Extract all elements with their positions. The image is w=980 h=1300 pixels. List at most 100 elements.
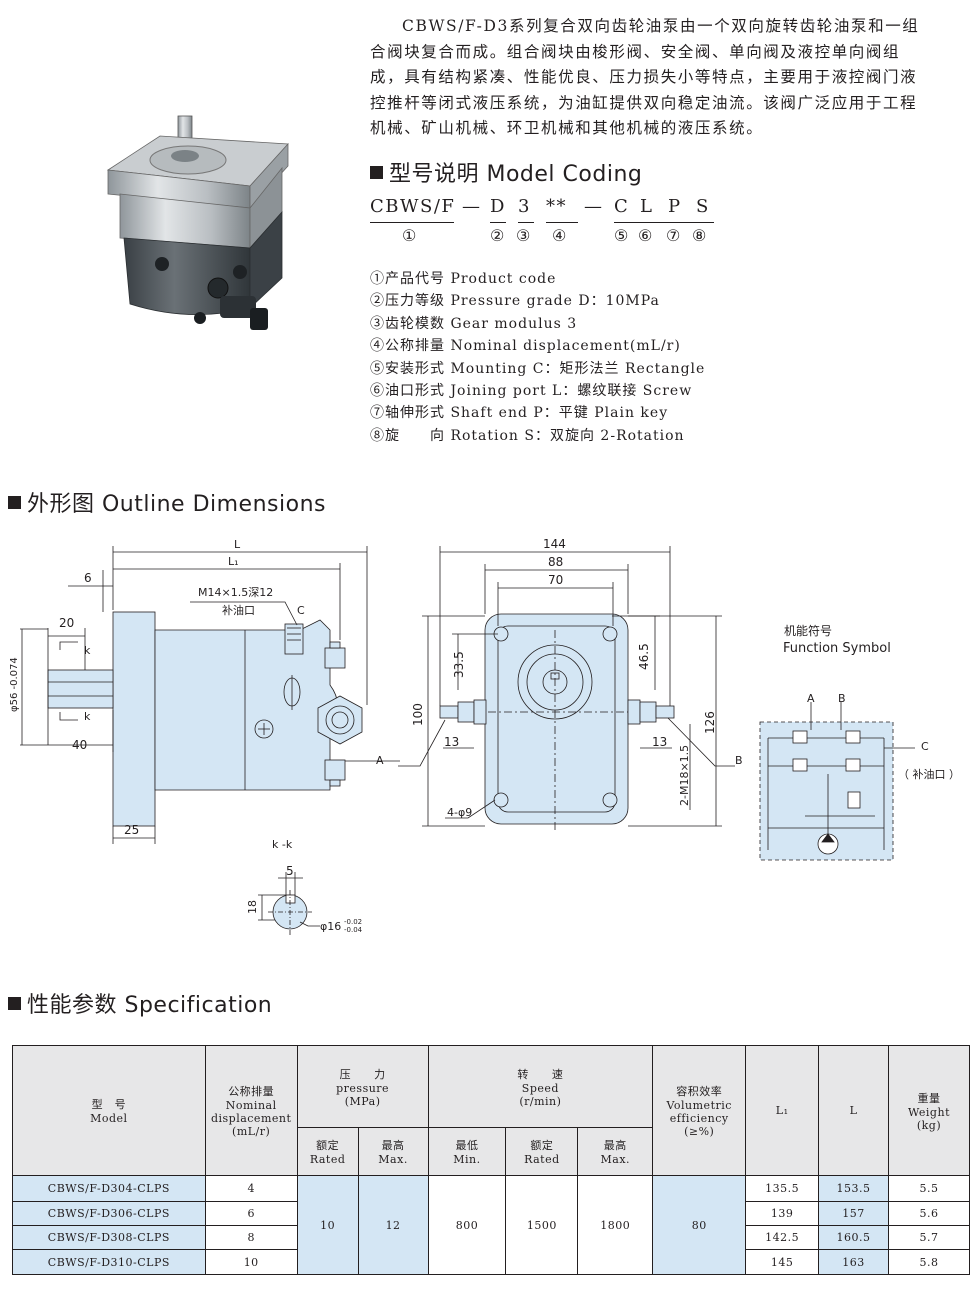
intro-line: 控推杆等闭式液压系统，为油缸提供双向稳定油流。该阀广泛应用于工程 (370, 93, 918, 112)
code-underline (518, 222, 534, 223)
cell-l: 163 (818, 1249, 889, 1275)
legend-item: ③齿轮模数 Gear modulus 3 (370, 315, 578, 332)
legend-item: ⑤安装形式 Mounting C：矩形法兰 Rectangle (370, 360, 706, 377)
intro-line: 合阀块复合而成。组合阀块由梭形阀、安全阀、单向阀及液控单向阀组 (370, 42, 901, 61)
cell-l: 157 (818, 1201, 889, 1226)
code-number: ⑦ (666, 226, 682, 245)
header-weight: 重量 Weight (kg) (888, 1045, 970, 1176)
cell-disp: 8 (204, 1225, 298, 1250)
intro-paragraph: CBWS/F-D3系列复合双向齿轮油泵由一个双向旋转齿轮油泵和一组 合阀块复合而… (370, 14, 974, 142)
cell-s-rated: 1500 (505, 1175, 579, 1275)
table-row: CBWS/F-D310-CLPS 10 145 163 5.8 (12, 1249, 970, 1275)
code-number: ⑧ (692, 226, 708, 245)
dim-label: 13 (652, 735, 667, 749)
cell-weight: 5.8 (888, 1249, 970, 1275)
dim-label: k (84, 710, 91, 723)
symbol-title-cn: 机能符号 (784, 623, 832, 638)
dim-label: M14×1.5深12 (198, 586, 273, 599)
cell-model: CBWS/F-D306-CLPS (12, 1201, 206, 1226)
cell-model: CBWS/F-D308-CLPS (12, 1225, 206, 1250)
cell-weight: 5.7 (888, 1225, 970, 1250)
dim-label: 2-M18×1.5 (678, 745, 691, 806)
dim-label: 144 (543, 537, 566, 551)
cell-disp: 4 (204, 1175, 298, 1202)
cell-eff: 80 (652, 1175, 747, 1275)
shaft-outline (47, 669, 114, 709)
code-underline (614, 222, 714, 223)
code-token: ** (546, 196, 567, 217)
code-token: L (640, 196, 654, 217)
intro-line: 成，具有结构紧凑、性能优良、压力损失小等特点，主要用于液控阀门液 (370, 68, 918, 86)
cell-l: 153.5 (818, 1175, 889, 1202)
cell-p-rated: 10 (296, 1175, 359, 1275)
section-title: k -k (272, 838, 293, 851)
coding-legend: ①产品代号 Product code ②压力等级 Pressure grade … (370, 268, 705, 447)
cell-model: CBWS/F-D310-CLPS (12, 1249, 206, 1275)
code-token: — (462, 196, 482, 217)
header-speed: 转 速 Speed (r/min) (427, 1045, 654, 1128)
cell-s-min: 800 (427, 1175, 507, 1275)
dim-label: 5 (286, 864, 294, 878)
pump-photo (106, 115, 289, 330)
cell-p-max: 12 (357, 1175, 429, 1275)
legend-item: ④公称排量 Nominal displacement(mL/r) (370, 338, 681, 355)
legend-item: ②压力等级 Pressure grade D：10MPa (370, 293, 660, 310)
header-l1: L₁ (745, 1045, 820, 1176)
table-row: CBWS/F-D304-CLPS 4 10 12 800 1500 1800 8… (12, 1175, 970, 1275)
code-number: ⑤ (614, 226, 630, 245)
code-number: ⑥ (638, 226, 654, 245)
cell-l1: 139 (745, 1201, 820, 1226)
header-efficiency: 容积效率 Volumetric efficiency (≥%) (652, 1045, 747, 1176)
bullet-square-icon (8, 495, 21, 509)
code-token: S (696, 196, 710, 217)
dim-label: 33.5 (452, 651, 466, 678)
cell-disp: 10 (204, 1249, 298, 1275)
cell-model: CBWS/F-D304-CLPS (12, 1175, 206, 1202)
spec-heading: 性能参数 Specification (8, 987, 272, 1019)
bullet-square-icon (370, 165, 383, 179)
dim-label: 补油口 (222, 603, 255, 617)
header-displacement: 公称排量 Nominal displacement (mL/r) (204, 1045, 298, 1176)
cell-l: 160.5 (818, 1225, 889, 1250)
cell-s-max: 1800 (577, 1175, 654, 1275)
cell-l1: 145 (745, 1249, 820, 1275)
outline-heading: 外形图 Outline Dimensions (8, 486, 326, 518)
dim-label: k (84, 644, 91, 657)
code-token: C (614, 196, 630, 217)
code-underline (370, 222, 454, 223)
symbol-port-label: C (921, 740, 929, 753)
code-number: ② (490, 226, 506, 245)
header-model: 型 号 Model (12, 1045, 206, 1176)
intro-line: CBWS/F-D3系列复合双向齿轮油泵由一个双向旋转齿轮油泵和一组 (402, 17, 920, 35)
cell-disp: 6 (204, 1201, 298, 1226)
cell-l1: 135.5 (745, 1175, 820, 1202)
code-token: 3 (518, 196, 531, 217)
code-token: — (584, 196, 604, 217)
dim-label: B (735, 754, 743, 767)
legend-item: ⑧旋 向 Rotation S：双旋向 2-Rotation (370, 427, 685, 444)
dim-label: φ56 -0.074 (9, 657, 20, 712)
header-pressure: 压 力 pressure (MPa) (296, 1045, 429, 1128)
bullet-square-icon (8, 996, 21, 1010)
code-token: P (668, 196, 682, 217)
spec-table: 型 号 Model 公称排量 Nominal displacement (mL/… (12, 1045, 970, 1275)
dim-label: 6 (84, 571, 92, 585)
symbol-port-note: （ 补油口 ） (898, 767, 960, 781)
dim-label: L (234, 538, 241, 551)
intro-line: 机械、矿山机械、环卫机械和其他机械的液压系统。 (370, 119, 764, 137)
code-underline (490, 222, 506, 223)
code-token: CBWS/F (370, 196, 456, 217)
code-underline (546, 222, 578, 223)
dim-label: 18 (246, 900, 259, 914)
dim-label: L₁ (228, 555, 239, 568)
outline-drawing: L L₁ 6 20 40 25 k k φ56 -0.074 M14×1.5深1… (9, 537, 960, 935)
legend-item: ①产品代号 Product code (370, 271, 557, 287)
legend-item: ⑦轴伸形式 Shaft end P：平键 Plain key (370, 405, 669, 422)
dim-label: 13 (444, 735, 459, 749)
dim-label: C (297, 604, 305, 617)
dim-label: 70 (548, 573, 563, 587)
